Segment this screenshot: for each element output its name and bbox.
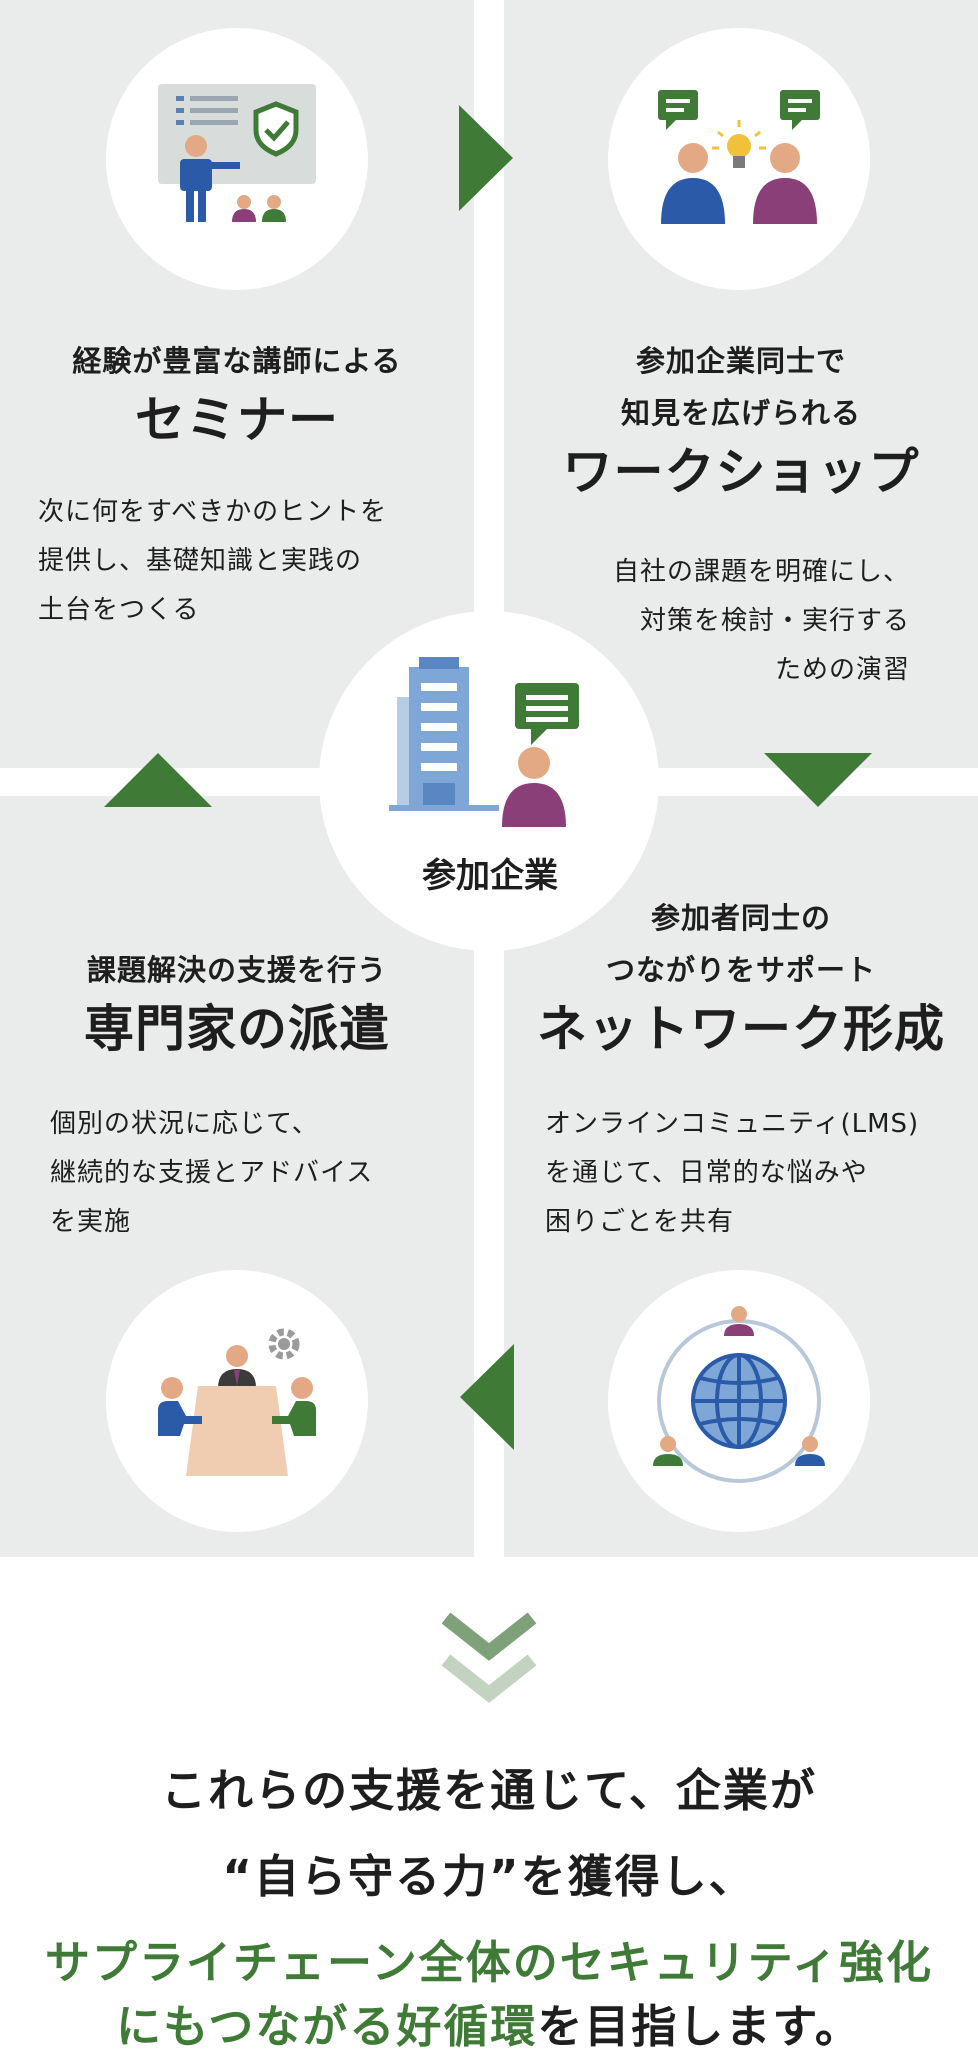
network-subtitle-2: つながりをサポート [605, 953, 876, 987]
description-line: 対策を検討・実行する [639, 606, 910, 636]
participating-company-circle [319, 611, 659, 951]
seminar-icon [106, 28, 368, 290]
arrow-right-icon [459, 105, 513, 211]
network-description: オンラインコミュニティ(LMS) を通じて、日常的な悩みや 困りごとを共有 [545, 1100, 965, 1247]
conclusion-line-2: “自ら守る力”を獲得し、 [222, 1850, 756, 1903]
conclusion-line-3: サプライチェーン全体のセキュリティ強化 [44, 1936, 934, 1989]
description-line: ための演習 [774, 655, 910, 685]
description-line: 提供し、基礎知識と実践の [38, 546, 363, 576]
seminar-title: セミナー [135, 391, 339, 449]
description-line: オンラインコミュニティ(LMS) [545, 1109, 920, 1139]
expert-section: 課題解決の支援を行う 専門家の派遣 [0, 944, 474, 1062]
conclusion-highlight: にもつながる好循環 [116, 2000, 538, 2053]
network-title: ネットワーク形成 [537, 1000, 945, 1058]
workshop-icon [608, 28, 870, 290]
conclusion-line-4: にもつながる好循環を目指します。 [0, 2000, 978, 2054]
workshop-section: 参加企業同士で 知見を広げられる ワークショップ [504, 335, 978, 505]
expert-icon [106, 1270, 368, 1532]
description-line: 困りごとを共有 [545, 1207, 735, 1237]
workshop-subtitle-2: 知見を広げられる [620, 396, 861, 430]
expert-title: 専門家の派遣 [84, 1000, 390, 1058]
description-line: を通じて、日常的な悩みや [545, 1158, 868, 1188]
conclusion-line-1: これらの支援を通じて、企業が [161, 1764, 817, 1817]
description-line: 土台をつくる [38, 595, 200, 625]
center-label: 参加企業 [422, 856, 558, 896]
globe-network-icon [608, 1270, 870, 1532]
workshop-title: ワークショップ [562, 443, 920, 501]
network-section: 参加者同士の つながりをサポート ネットワーク形成 [504, 892, 978, 1062]
description-line: 次に何をすべきかのヒントを [38, 497, 388, 527]
description-line: 継続的な支援とアドバイス [50, 1158, 374, 1188]
seminar-section: 経験が豊富な講師による セミナー [0, 335, 474, 453]
expert-description: 個別の状況に応じて、 継続的な支援とアドバイス を実施 [50, 1100, 460, 1247]
seminar-description: 次に何をすべきかのヒントを 提供し、基礎知識と実践の 土台をつくる [38, 488, 458, 635]
network-subtitle-1: 参加者同士の [650, 901, 831, 935]
conclusion-ending: を目指します。 [537, 2000, 862, 2053]
workshop-subtitle-1: 参加企業同士で [635, 344, 846, 378]
arrow-up-icon [104, 753, 212, 807]
description-line: を実施 [50, 1207, 132, 1237]
double-chevron-down-icon [442, 1612, 536, 1703]
description-line: 自社の課題を明確にし、 [612, 557, 910, 587]
seminar-subtitle: 経験が豊富な講師による [72, 344, 402, 378]
arrow-left-icon [460, 1344, 514, 1450]
description-line: 個別の状況に応じて、 [50, 1109, 319, 1139]
workshop-description: 自社の課題を明確にし、 対策を検討・実行する ための演習 [520, 548, 910, 695]
arrow-down-icon [764, 753, 872, 807]
expert-subtitle: 課題解決の支援を行う [86, 953, 387, 987]
